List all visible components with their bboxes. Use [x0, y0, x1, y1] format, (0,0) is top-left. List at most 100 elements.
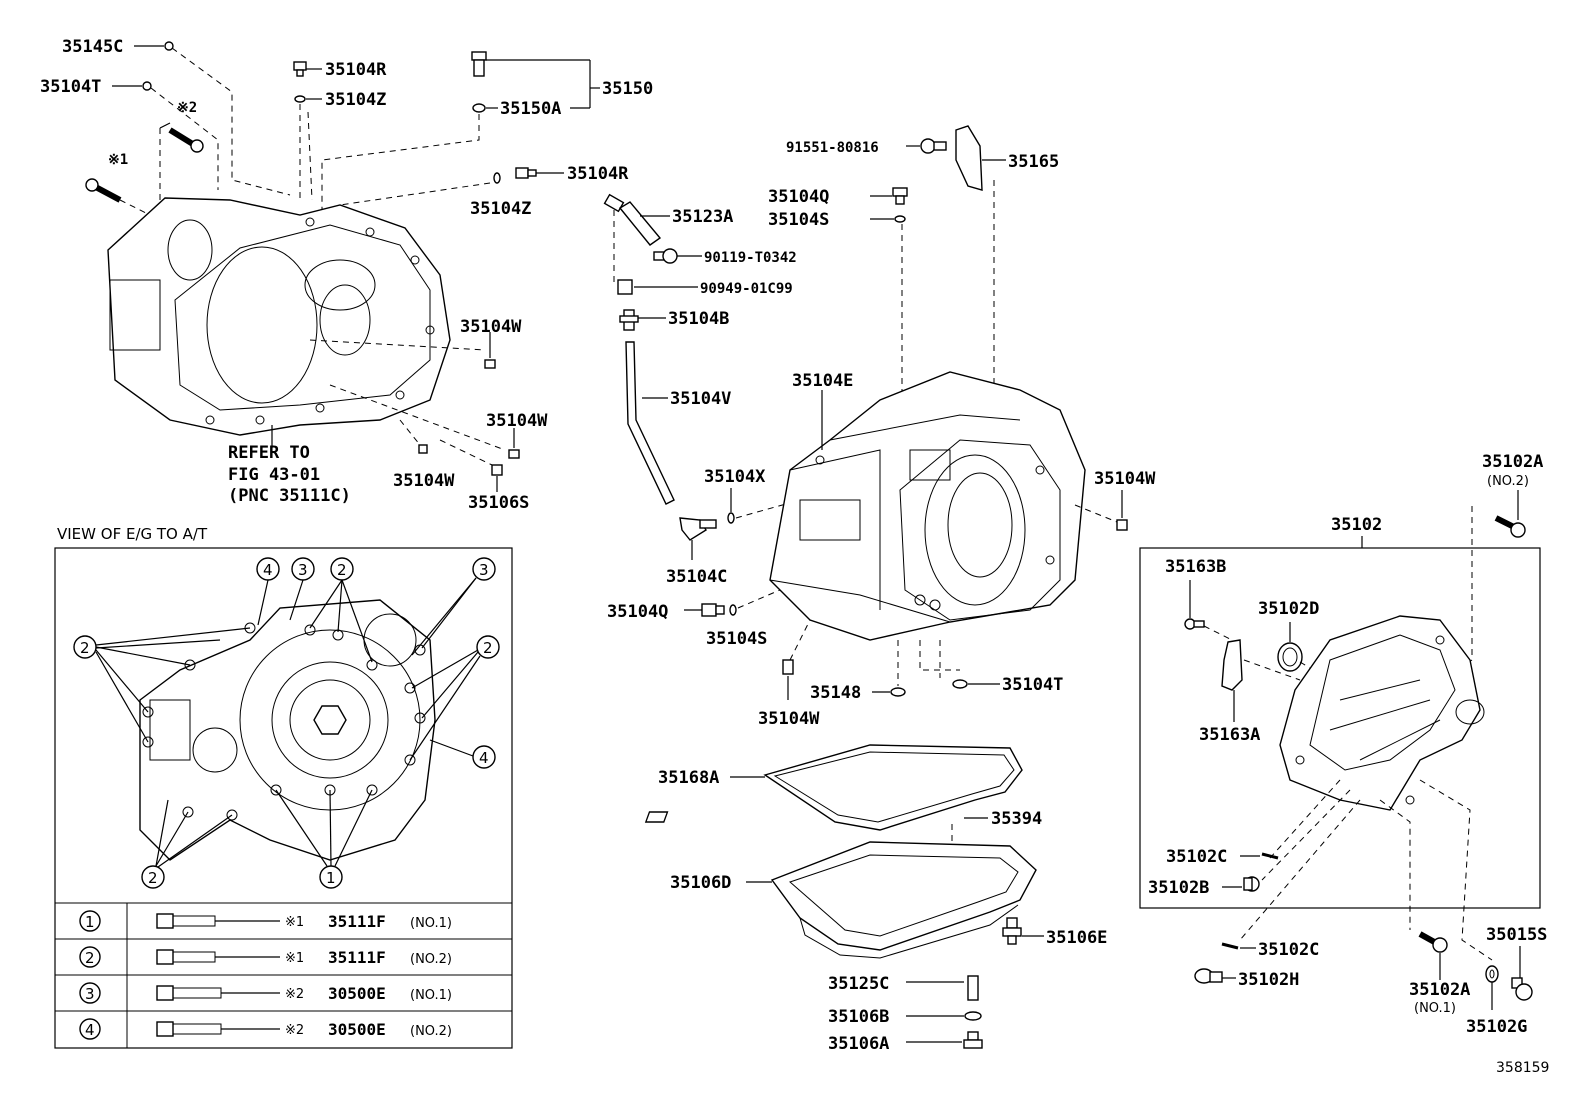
- o-ring-35104Z-top[interactable]: [294, 95, 306, 103]
- label-35150A[interactable]: 35150A: [500, 99, 561, 119]
- o-ring-35104S-upper[interactable]: [894, 215, 906, 223]
- label-35102C-lower[interactable]: 35102C: [1258, 940, 1319, 960]
- label-35168A[interactable]: 35168A: [658, 768, 719, 788]
- label-35102A-bot[interactable]: 35102A: [1409, 980, 1470, 1000]
- label-35123A[interactable]: 35123A: [672, 207, 733, 227]
- plug-35104R-mid[interactable]: [515, 167, 537, 179]
- plug-35150[interactable]: [471, 51, 487, 77]
- bolt-35106E[interactable]: [1002, 917, 1022, 945]
- label-35015S[interactable]: 35015S: [1486, 925, 1547, 945]
- label-35150[interactable]: 35150: [602, 79, 653, 99]
- label-35102[interactable]: 35102: [1331, 515, 1382, 535]
- o-ring-35104T-top[interactable]: [142, 81, 152, 91]
- label-35104W-c[interactable]: 35104W: [393, 471, 455, 491]
- table-row-4[interactable]: 4 ※2 30500E (NO.2): [79, 1018, 452, 1040]
- o-ring-35104Z-mid[interactable]: [493, 172, 501, 184]
- label-35163A[interactable]: 35163A: [1199, 725, 1260, 745]
- label-35104R-top[interactable]: 35104R: [325, 60, 387, 80]
- clamp-90949[interactable]: [617, 279, 633, 295]
- union-35104B[interactable]: [619, 309, 639, 331]
- label-90949-01C99[interactable]: 90949-01C99: [700, 281, 793, 297]
- bearing-35102D[interactable]: [1277, 642, 1303, 672]
- label-35102A-top[interactable]: 35102A: [1482, 452, 1543, 472]
- label-35106B[interactable]: 35106B: [828, 1007, 889, 1027]
- o-ring-35145C[interactable]: [164, 41, 174, 51]
- label-35163B[interactable]: 35163B: [1165, 557, 1226, 577]
- label-35102G[interactable]: 35102G: [1466, 1017, 1527, 1037]
- o-ring-35104S-lower[interactable]: [729, 604, 737, 616]
- label-35106A[interactable]: 35106A: [828, 1034, 889, 1054]
- pin-35102C-upper[interactable]: [1261, 852, 1279, 860]
- label-35104Q-upper[interactable]: 35104Q: [768, 187, 829, 207]
- label-35104R-mid[interactable]: 35104R: [567, 164, 629, 184]
- bolt-mark-2[interactable]: [168, 127, 204, 153]
- extension-housing-35102[interactable]: [1279, 615, 1485, 811]
- plug-35015S[interactable]: [1511, 977, 1533, 1001]
- label-35148[interactable]: 35148: [810, 683, 861, 703]
- gasket-35168A[interactable]: [763, 744, 1023, 831]
- table-row-3[interactable]: 3 ※2 30500E (NO.1): [79, 982, 452, 1004]
- o-ring-35104T-lower[interactable]: [952, 679, 968, 689]
- hose-35104V[interactable]: [625, 341, 675, 505]
- bolt-35163B[interactable]: [1184, 618, 1205, 630]
- label-90119-T0342[interactable]: 90119-T0342: [704, 250, 797, 266]
- plug-35106S[interactable]: [491, 464, 503, 476]
- pin-35104W-b[interactable]: [508, 449, 520, 459]
- label-35125C[interactable]: 35125C: [828, 974, 889, 994]
- pin-35104W-right[interactable]: [1116, 519, 1128, 531]
- label-35104Z-mid[interactable]: 35104Z: [470, 199, 531, 219]
- label-35394[interactable]: 35394: [991, 809, 1042, 829]
- table-row-2[interactable]: 2 ※1 35111F (NO.2): [79, 946, 452, 968]
- o-ring-35148[interactable]: [890, 687, 906, 697]
- plug-35104R-top[interactable]: [293, 61, 307, 77]
- label-35104W-b[interactable]: 35104W: [486, 411, 548, 431]
- label-35104X[interactable]: 35104X: [704, 467, 766, 487]
- breather-plug-35123A[interactable]: [603, 193, 662, 246]
- label-35102D[interactable]: 35102D: [1258, 599, 1319, 619]
- gasket-35106B[interactable]: [964, 1011, 982, 1021]
- bolt-mark-1[interactable]: [85, 178, 122, 203]
- o-ring-35150A[interactable]: [472, 103, 486, 113]
- bracket-35163A[interactable]: [1221, 639, 1243, 691]
- label-35106D[interactable]: 35106D: [670, 873, 731, 893]
- bolt-35102A-no1[interactable]: [1418, 931, 1448, 953]
- label-35104Q-lower[interactable]: 35104Q: [607, 602, 668, 622]
- label-35104Z-top[interactable]: 35104Z: [325, 90, 386, 110]
- drain-plug-35106A[interactable]: [963, 1031, 983, 1049]
- label-35106S[interactable]: 35106S: [468, 493, 529, 513]
- bolt-35102A-no2[interactable]: [1494, 515, 1526, 538]
- label-35102H[interactable]: 35102H: [1238, 970, 1299, 990]
- strainer-bolt-35125C[interactable]: [967, 975, 979, 1001]
- magnet-35394[interactable]: [644, 811, 669, 823]
- label-35104T-top[interactable]: 35104T: [40, 77, 101, 97]
- label-35104S-upper[interactable]: 35104S: [768, 210, 829, 230]
- oil-pan-35106D[interactable]: [770, 841, 1037, 959]
- gasket-35102G[interactable]: [1485, 965, 1499, 983]
- label-35104B[interactable]: 35104B: [668, 309, 729, 329]
- label-35104S-lower[interactable]: 35104S: [706, 629, 767, 649]
- label-35106E[interactable]: 35106E: [1046, 928, 1107, 948]
- label-35104E[interactable]: 35104E: [792, 371, 853, 391]
- pin-35104W-c[interactable]: [418, 444, 428, 454]
- label-35104V[interactable]: 35104V: [670, 389, 731, 409]
- label-35104C[interactable]: 35104C: [666, 567, 727, 587]
- union-35104C[interactable]: [679, 517, 717, 541]
- label-35102C-upper[interactable]: 35102C: [1166, 847, 1227, 867]
- label-35104W-a[interactable]: 35104W: [460, 317, 522, 337]
- plug-35104Q-upper[interactable]: [892, 187, 908, 205]
- o-ring-35104X[interactable]: [727, 512, 735, 524]
- plug-35102H[interactable]: [1194, 968, 1223, 984]
- label-35104T-lower[interactable]: 35104T: [1002, 675, 1063, 695]
- label-35165[interactable]: 35165: [1008, 152, 1059, 172]
- converter-housing[interactable]: [107, 197, 451, 436]
- label-35145C[interactable]: 35145C: [62, 37, 123, 57]
- plug-35102B[interactable]: [1243, 876, 1260, 892]
- pin-35104W-a[interactable]: [484, 359, 496, 369]
- pin-35104W-lower[interactable]: [782, 659, 794, 675]
- label-91551-80816[interactable]: 91551-80816: [786, 140, 879, 156]
- label-35102B[interactable]: 35102B: [1148, 878, 1209, 898]
- label-35104W-lower[interactable]: 35104W: [758, 709, 820, 729]
- table-row-1[interactable]: 1 ※1 35111F (NO.1): [79, 910, 452, 932]
- label-35104W-right[interactable]: 35104W: [1094, 469, 1156, 489]
- bolt-90119[interactable]: [653, 248, 678, 264]
